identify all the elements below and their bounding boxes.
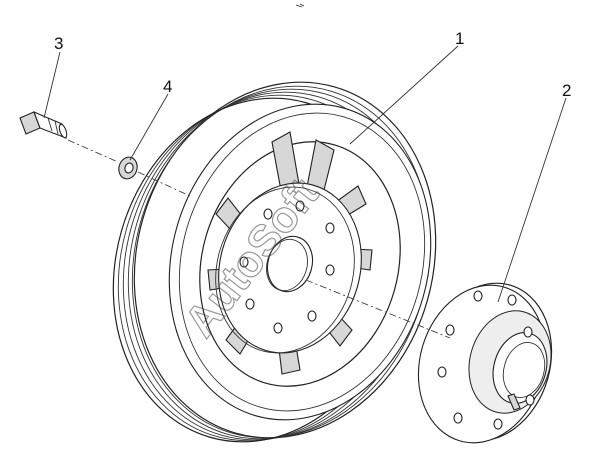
callout-2: 2 — [562, 81, 571, 100]
hub-bolt-holes — [239, 200, 335, 334]
washer — [118, 156, 138, 180]
leader-lines — [43, 45, 567, 303]
bolt — [19, 110, 68, 139]
callout-1: 1 — [455, 29, 464, 48]
callout-4: 4 — [163, 77, 172, 96]
callout-3: 3 — [54, 34, 63, 53]
assembly-axis — [67, 139, 451, 339]
crankshaft-pulley — [112, 81, 437, 443]
flange-bolt-holes — [437, 290, 535, 430]
flange-hub — [417, 282, 553, 444]
top-mark — [295, 3, 305, 8]
